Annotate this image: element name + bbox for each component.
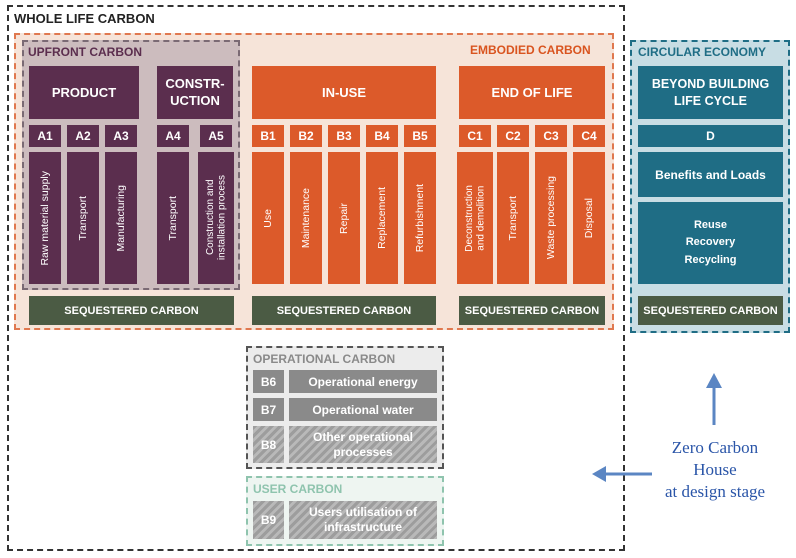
module-label-a5: Construction and installation process bbox=[198, 152, 234, 284]
module-code-b7: B7 bbox=[253, 398, 284, 421]
recovery-label: Recovery bbox=[685, 236, 736, 249]
module-code-b6: B6 bbox=[253, 370, 284, 393]
module-label-c3: Waste processing bbox=[535, 152, 567, 284]
module-label-b4: Replacement bbox=[366, 152, 398, 284]
recycling-label: Recycling bbox=[684, 253, 737, 266]
module-code-b9: B9 bbox=[253, 501, 284, 539]
other-operational-line1: Other operational bbox=[312, 429, 413, 444]
module-code-a2: A2 bbox=[67, 125, 99, 147]
beyond-building-life-cycle-header: BEYOND BUILDING LIFE CYCLE bbox=[638, 66, 783, 119]
module-code-b8: B8 bbox=[253, 426, 284, 463]
whole-life-carbon-title: WHOLE LIFE CARBON bbox=[14, 11, 155, 26]
module-code-a1: A1 bbox=[29, 125, 61, 147]
construction-stage-label-line1: CONSTR- bbox=[165, 75, 225, 91]
module-code-c1: C1 bbox=[459, 125, 491, 147]
benefits-and-loads: Benefits and Loads bbox=[638, 152, 783, 197]
module-code-b4: B4 bbox=[366, 125, 398, 147]
module-label-a1: Raw material supply bbox=[29, 152, 61, 284]
left-arrow-icon bbox=[592, 466, 652, 482]
in-use-stage-header: IN-USE bbox=[252, 66, 436, 119]
module-code-d: D bbox=[638, 125, 783, 147]
module-code-a3: A3 bbox=[105, 125, 137, 147]
end-of-life-stage-header: END OF LIFE bbox=[459, 66, 605, 119]
operational-energy: Operational energy bbox=[289, 370, 437, 393]
circular-economy-title: CIRCULAR ECONOMY bbox=[638, 45, 766, 59]
construction-stage-label-line2: UCTION bbox=[170, 92, 220, 108]
other-operational-processes: Other operational processes bbox=[289, 426, 437, 463]
module-code-a4: A4 bbox=[157, 125, 189, 147]
product-stage-label: PRODUCT bbox=[51, 85, 117, 100]
annotation-line2: House bbox=[693, 459, 737, 479]
module-label-a4: Transport bbox=[157, 152, 189, 284]
annotation-line1: Zero Carbon bbox=[671, 438, 759, 457]
module-label-c1: Deconstruction and demolition bbox=[457, 152, 493, 284]
product-stage-header: PRODUCT bbox=[29, 66, 139, 119]
up-arrow-icon bbox=[706, 373, 722, 425]
module-code-c2: C2 bbox=[497, 125, 529, 147]
module-label-b1: Use bbox=[252, 152, 284, 284]
module-label-b5: Refurbishment bbox=[404, 152, 436, 284]
beyond-building-line2: LIFE CYCLE bbox=[674, 93, 747, 108]
users-utilisation-of-infrastructure: Users utilisation of infrastructure bbox=[289, 501, 437, 539]
zero-carbon-annotation: Zero Carbon House at design stage bbox=[640, 437, 790, 502]
upfront-carbon-title: UPFRONT CARBON bbox=[28, 45, 142, 59]
embodied-carbon-title: EMBODIED CARBON bbox=[470, 43, 591, 57]
module-label-a2: Transport bbox=[67, 152, 99, 284]
user-carbon-title: USER CARBON bbox=[253, 482, 343, 496]
module-code-b2: B2 bbox=[290, 125, 322, 147]
module-code-b5: B5 bbox=[404, 125, 436, 147]
whole-life-carbon-frame bbox=[7, 5, 625, 551]
operational-water: Operational water bbox=[289, 398, 437, 421]
reuse-label: Reuse bbox=[693, 219, 728, 232]
module-code-b1: B1 bbox=[252, 125, 284, 147]
sequestered-carbon-upfront: SEQUESTERED CARBON bbox=[29, 296, 234, 325]
sequestered-carbon-end-of-life: SEQUESTERED CARBON bbox=[459, 296, 605, 325]
module-code-c3: C3 bbox=[535, 125, 567, 147]
other-operational-line2: processes bbox=[333, 444, 393, 459]
reuse-recovery-recycling: Reuse Recovery Recycling bbox=[638, 202, 783, 284]
module-label-b3: Repair bbox=[328, 152, 360, 284]
sequestered-carbon-in-use: SEQUESTERED CARBON bbox=[252, 296, 436, 325]
module-label-b2: Maintenance bbox=[290, 152, 322, 284]
module-label-a3: Manufacturing bbox=[105, 152, 137, 284]
user-utilisation-line1: Users utilisation of bbox=[308, 505, 418, 519]
user-utilisation-line2: infrastructure bbox=[323, 520, 403, 534]
annotation-line3: at design stage bbox=[664, 481, 766, 501]
module-code-c4: C4 bbox=[573, 125, 605, 147]
module-label-c4: Disposal bbox=[573, 152, 605, 284]
module-label-c2: Transport bbox=[497, 152, 529, 284]
beyond-building-line1: BEYOND BUILDING bbox=[651, 77, 770, 92]
module-code-b3: B3 bbox=[328, 125, 360, 147]
operational-carbon-title: OPERATIONAL CARBON bbox=[253, 352, 396, 366]
module-code-a5: A5 bbox=[200, 125, 232, 147]
sequestered-carbon-circular: SEQUESTERED CARBON bbox=[638, 296, 783, 325]
construction-stage-header: CONSTR- UCTION bbox=[157, 66, 233, 119]
